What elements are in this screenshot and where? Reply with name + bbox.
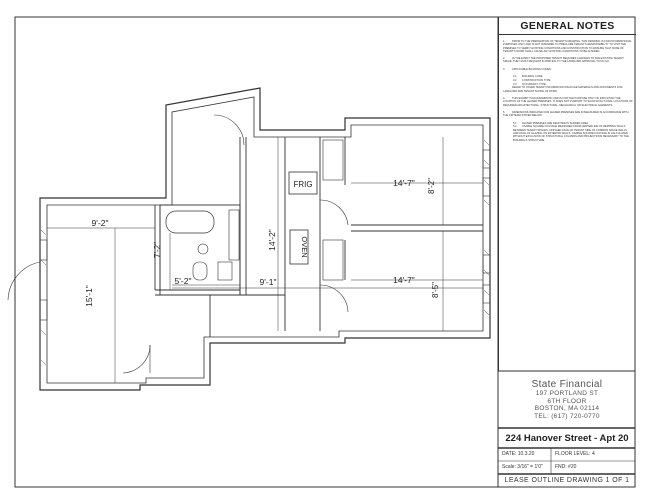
note-text: USABLE SQUARE FOOTAGE MEASURED FROM CENT… [513,125,629,142]
bedroom1-door-swing [319,199,349,226]
note-text: LEASED PREMISES ARE DENOTED IN SHADED AR… [522,121,589,125]
note-number: 3.1 [513,75,517,79]
dim-living-depth: 15'-1" [84,285,94,307]
note-number: 5.2 [513,125,517,129]
note-number: 3.2 [513,78,517,82]
note-item: 5.DIMENSIONS INDICATED FOR LEASED PREMIS… [503,111,633,118]
bathtub [165,210,215,234]
dim-bedroom2-depth: 8'-5" [431,282,440,298]
firm-address-line2: 6TH FLOOR [547,397,587,405]
note-text: APPLICABLE BUILDING CODES: [512,67,552,71]
note-text: OCCUPANCY TYPE: [522,82,547,86]
toilet [192,261,208,281]
dim-bedroom1-width: 14'-7" [393,178,415,188]
note-number: 5.1 [513,121,517,125]
counter [228,209,240,261]
firm-name: State Financial [531,379,603,390]
oven-box [289,229,309,265]
note-text: THIS EXHIBIT IS DIAGRAMMATIC AND IS FOR … [503,97,633,107]
firm-phone: TEL: (617) 720-0770 [534,412,600,420]
sheet-border [14,16,636,488]
notes-list: 1.PRIOR TO THE PREPARATION OF TENANT'S D… [499,35,636,142]
general-notes-panel: GENERAL NOTES 1.PRIOR TO THE PREPARATION… [498,17,636,371]
windows [39,149,491,321]
note-item: REFER TO OTHER TENANT INFORMATION PACKAG… [503,86,633,93]
vanity [217,261,233,281]
frig-label: FRIG [293,180,312,189]
note-item: 3.2 CONSTRUCTION TYPE: [503,79,633,82]
partitions [154,137,483,337]
note-number: 3. [503,67,506,71]
note-text: REFER TO OTHER TENANT INFORMATION PACKAG… [503,86,623,93]
dim-kitchen-width: 9'-1" [260,277,277,287]
frig-box [288,171,318,195]
outer-wall [39,87,491,391]
project-scale: Scale: 3/16" = 1'0" [502,464,543,470]
oven-label: OVEN [300,236,309,257]
floor-plan [7,87,491,391]
dim-bedroom1-depth: 8'-2" [427,178,436,194]
note-number: 1. [503,40,506,43]
dim-hall-width: 5'-2" [175,276,192,286]
project-fnd: FND: #20 [555,464,577,470]
project-date: DATE: 10.3.20 [502,451,535,457]
note-item: 1.PRIOR TO THE PREPARATION OF TENANT'S D… [503,40,633,53]
firm-address-line3: BOSTON, MA 02114 [534,405,600,412]
entry-door-swing [7,261,41,301]
wall-hatch [40,139,490,366]
note-number: 2. [503,57,506,61]
note-text: IN THE EVENT THE PROPOSED TENANT REQUIRE… [503,57,624,64]
upper-door-swing [213,114,245,146]
sink [197,243,209,255]
note-text: DIMENSIONS INDICATED FOR LEASED PREMISES… [503,110,629,118]
note-number: 3.3 [513,82,517,86]
note-item: 3. APPLICABLE BUILDING CODES: [503,68,633,71]
dim-living-width: 9'-2" [92,218,109,228]
project-title: 224 Hanover Street - Apt 20 [505,433,629,444]
inner-wall [46,96,484,384]
note-item: 3.3 OCCUPANCY TYPE: [503,83,633,86]
dim-bath-depth: 7'-2" [153,242,162,258]
closet-top [322,139,344,181]
note-item: 4.THIS EXHIBIT IS DIAGRAMMATIC AND IS FO… [503,97,633,107]
note-number: 5. [503,110,506,114]
bedroom2-door-swing [319,284,349,313]
note-number: 4. [503,97,506,101]
dim-bedroom2-width: 14'-7" [393,275,415,285]
sheet-footer: LEASE OUTLINE DRAWING 1 OF 1 [504,477,630,484]
dimension-lines [47,137,483,383]
general-notes-title: GENERAL NOTES [499,17,636,35]
note-item: 5.1 LEASED PREMISES ARE DENOTED IN SHADED… [503,122,633,125]
note-text: BUILDING CODE [522,75,543,79]
note-text: CONSTRUCTION TYPE: [522,78,552,82]
note-item: 2.IN THE EVENT THE PROPOSED TENANT REQUI… [503,57,633,64]
firm-block: State Financial 197 PORTLAND ST 6TH FLOO… [499,372,635,427]
project-floor-level: FLOOR LEVEL: 4 [555,451,595,457]
closet-bottom [322,239,344,281]
dim-kitchen-depth: 14'-2" [267,229,277,251]
note-item: 3.1 BUILDING CODE [503,75,633,78]
note-text: PRIOR TO THE PREPARATION OF TENANT'S DRA… [503,40,632,53]
lower-door-swing [122,344,151,374]
firm-address-line1: 197 PORTLAND ST [535,390,599,397]
